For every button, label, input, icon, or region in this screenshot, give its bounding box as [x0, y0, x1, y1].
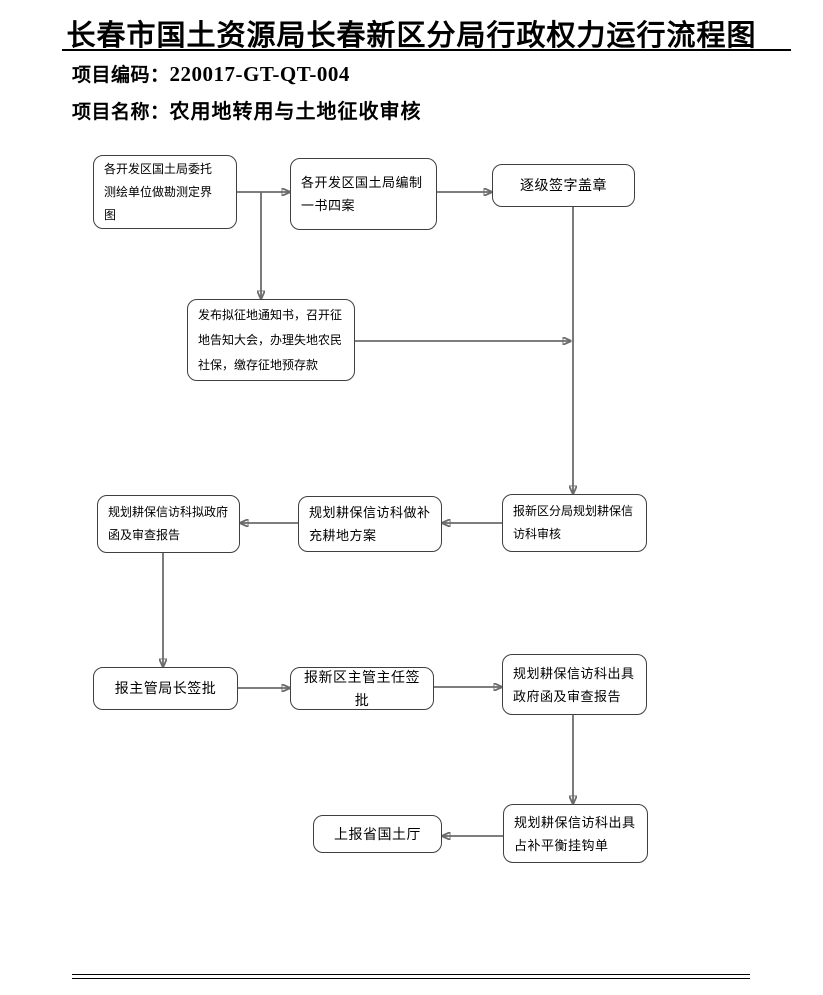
flow-node-compile-documents: 各开发区国土局编制 一书四案 [290, 158, 437, 230]
flow-node-sign-seal: 逐级签字盖章 [492, 164, 635, 207]
flow-node-report-province: 上报省国土厅 [313, 815, 442, 853]
page-title: 长春市国土资源局长春新区分局行政权力运行流程图 [66, 20, 757, 52]
flow-node-bureau-chief-sign: 报主管局长签批 [93, 667, 238, 710]
flow-node-entrust-survey: 各开发区国土局委托 测绘单位做勘测定界 图 [93, 155, 237, 229]
project-code-label: 项目编码： [72, 65, 170, 86]
flow-node-publish-notice: 发布拟征地通知书，召开征 地告知大会，办理失地农民 社保，缴存征地预存款 [187, 299, 355, 381]
flow-node-balance-sheet: 规划耕保信访科出具 占补平衡挂钩单 [503, 804, 648, 863]
project-name-line: 项目名称：农用地转用与土地征收审核 [72, 95, 422, 124]
flow-node-draft-letter: 规划耕保信访科拟政府 函及审查报告 [97, 495, 240, 553]
footer-double-rule [72, 974, 750, 979]
project-code-line: 项目编码：220017-GT-QT-004 [72, 60, 350, 87]
project-name-value: 农用地转用与土地征收审核 [169, 101, 422, 123]
project-name-label: 项目名称： [72, 102, 170, 123]
flow-node-supplement-plan: 规划耕保信访科做补 充耕地方案 [298, 496, 442, 552]
flow-node-issue-letter: 规划耕保信访科出具 政府函及审查报告 [502, 654, 647, 715]
title-underline [62, 49, 791, 51]
project-code-value: 220017-GT-QT-004 [169, 62, 350, 86]
flow-node-branch-review: 报新区分局规划耕保信 访科审核 [502, 494, 647, 552]
flow-node-director-sign: 报新区主管主任签批 [290, 667, 434, 710]
